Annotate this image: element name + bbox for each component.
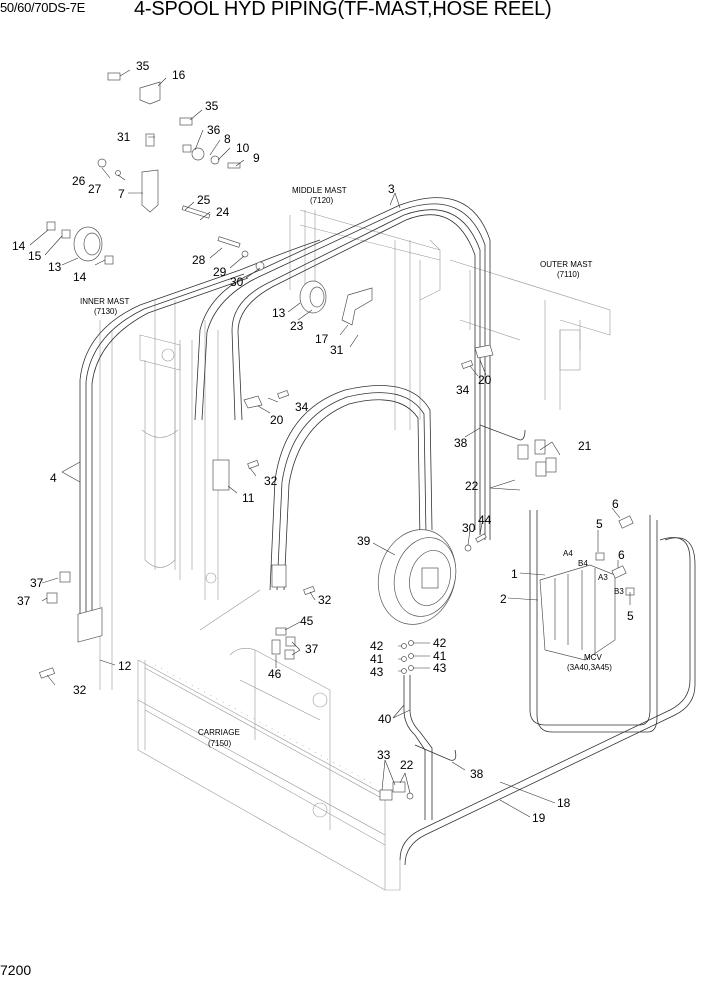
- callout-32: 32: [318, 593, 332, 607]
- callout-5: 5: [596, 517, 603, 531]
- callout-39: 39: [357, 534, 371, 548]
- callout-6: 6: [612, 497, 619, 511]
- section-label-inner-mast: INNER MAST: [80, 297, 129, 306]
- port-label-b3: B3: [614, 587, 624, 596]
- model-number: 50/60/70DS-7E: [0, 0, 85, 15]
- callout-41: 41: [370, 652, 384, 666]
- callout-30: 30: [462, 521, 476, 535]
- callout-37: 37: [17, 594, 31, 608]
- callout-43: 43: [433, 661, 447, 675]
- callout-45: 45: [300, 614, 314, 628]
- callout-30: 30: [230, 275, 244, 289]
- section-code-carriage: (7150): [208, 739, 231, 748]
- callout-25: 25: [197, 193, 211, 207]
- callout-33: 33: [377, 748, 391, 762]
- callout-14: 14: [12, 239, 26, 253]
- section-label-carriage: CARRIAGE: [198, 728, 240, 737]
- callout-1: 1: [511, 567, 518, 581]
- callout-20: 20: [270, 413, 284, 427]
- callout-14: 14: [73, 270, 87, 284]
- section-label-mcv: MCV: [584, 653, 602, 662]
- callout-46: 46: [268, 667, 282, 681]
- leader-lines: [29, 69, 631, 818]
- callout-44: 44: [478, 513, 492, 527]
- section-code-inner-mast: (7130): [94, 307, 117, 316]
- section-code-mcv: (3A40,3A45): [567, 663, 612, 672]
- port-label-a4: A4: [563, 549, 573, 558]
- callout-32: 32: [73, 683, 87, 697]
- callout-15: 15: [28, 249, 42, 263]
- callout-29: 29: [213, 265, 227, 279]
- callout-42: 42: [370, 639, 384, 653]
- section-labels: MIDDLE MAST (7120) OUTER MAST (7110) INN…: [80, 186, 624, 748]
- callout-22: 22: [465, 479, 479, 493]
- callout-38: 38: [470, 767, 484, 781]
- callout-9: 9: [253, 151, 260, 165]
- callout-27: 27: [88, 182, 102, 196]
- callout-24: 24: [216, 205, 230, 219]
- callout-38: 38: [454, 436, 468, 450]
- callout-36: 36: [207, 123, 221, 137]
- callout-19: 19: [532, 811, 546, 825]
- callout-42: 42: [433, 636, 447, 650]
- section-label-middle-mast: MIDDLE MAST: [292, 186, 347, 195]
- callout-16: 16: [172, 68, 186, 82]
- callout-10: 10: [236, 141, 250, 155]
- callout-40: 40: [378, 712, 392, 726]
- callout-34: 34: [295, 400, 309, 414]
- callout-13: 13: [48, 260, 62, 274]
- callout-35: 35: [136, 59, 150, 73]
- callout-43: 43: [370, 665, 384, 679]
- callout-21: 21: [578, 439, 592, 453]
- callout-8: 8: [224, 132, 231, 146]
- callout-22: 22: [400, 758, 414, 772]
- callout-23: 23: [290, 319, 304, 333]
- callout-4: 4: [50, 471, 57, 485]
- callout-31: 31: [117, 130, 131, 144]
- callout-35: 35: [205, 99, 219, 113]
- callout-6: 6: [618, 548, 625, 562]
- callout-13: 13: [272, 306, 286, 320]
- callout-31: 31: [330, 343, 344, 357]
- section-label-outer-mast: OUTER MAST: [540, 260, 593, 269]
- page-number: 7200: [0, 962, 32, 978]
- callout-3: 3: [388, 182, 395, 196]
- callout-12: 12: [118, 659, 132, 673]
- callout-11: 11: [242, 491, 255, 505]
- callout-26: 26: [72, 174, 86, 188]
- callout-2: 2: [500, 592, 507, 606]
- callout-17: 17: [315, 332, 329, 346]
- callout-34: 34: [456, 383, 470, 397]
- port-label-a3: A3: [598, 573, 608, 582]
- callout-32: 32: [264, 474, 278, 488]
- callout-37: 37: [30, 576, 44, 590]
- callout-5: 5: [627, 609, 634, 623]
- section-code-middle-mast: (7120): [310, 196, 333, 205]
- callout-18: 18: [557, 796, 571, 810]
- hoses: [79, 197, 696, 866]
- parts: [38, 72, 635, 801]
- callout-37: 37: [305, 642, 319, 656]
- callout-7: 7: [118, 187, 125, 201]
- diagram-title: 4-SPOOL HYD PIPING(TF-MAST,HOSE REEL): [134, 0, 552, 20]
- mast-structure: [99, 209, 611, 891]
- callouts: 35 16 35 31 36 8 10 9 26 27 7 25 24 14 1…: [12, 59, 634, 825]
- section-code-outer-mast: (7110): [557, 270, 580, 279]
- callout-41: 41: [433, 649, 447, 663]
- port-label-b4: B4: [578, 559, 588, 568]
- callout-28: 28: [192, 253, 206, 267]
- callout-20: 20: [478, 373, 492, 387]
